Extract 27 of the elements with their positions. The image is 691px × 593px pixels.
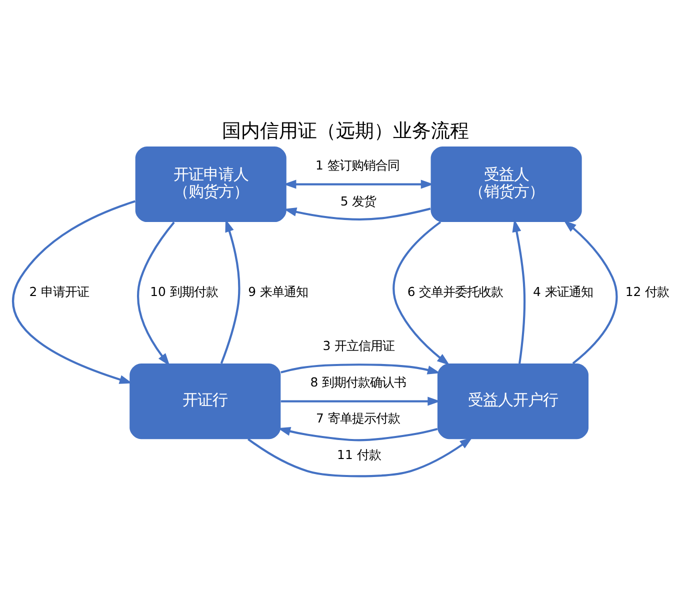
edge-label: 8 到期付款确认书 (310, 374, 406, 389)
edge-label: 10 到期付款 (150, 284, 218, 299)
arrow (283, 179, 434, 188)
edge-label: 7 寄单提示付款 (316, 410, 400, 426)
edge-label: 9 来单通知 (248, 284, 308, 299)
arrow (284, 207, 431, 220)
arrow (278, 426, 438, 441)
edge-label: 11 付款 (337, 446, 381, 462)
edge-label: 2 申请开证 (29, 284, 90, 299)
arrow (564, 220, 618, 364)
node-box: 受益人开户行 (437, 363, 589, 439)
edge-label: 5 发货 (340, 193, 376, 208)
edge-label: 6 交单并委托收款 (407, 284, 504, 299)
edge-label: 12 付款 (625, 284, 670, 299)
arrow (12, 200, 136, 384)
node-box: 开证申请人 （购货方） (135, 146, 286, 222)
node-box: 开证行 (130, 363, 281, 439)
edge-label: 4 来证通知 (533, 284, 593, 299)
node-box: 受益人 （销货方） (430, 146, 582, 222)
arrow (280, 396, 440, 406)
arrow (248, 436, 473, 477)
arrow (280, 363, 440, 374)
arrow (392, 220, 450, 365)
edge-label: 1 签订购销合同 (316, 156, 400, 172)
edge-label: 3 开立信用证 (322, 338, 395, 353)
diagram-title: 国内信用证（远期）业务流程 (222, 118, 470, 142)
arrow (137, 221, 175, 366)
